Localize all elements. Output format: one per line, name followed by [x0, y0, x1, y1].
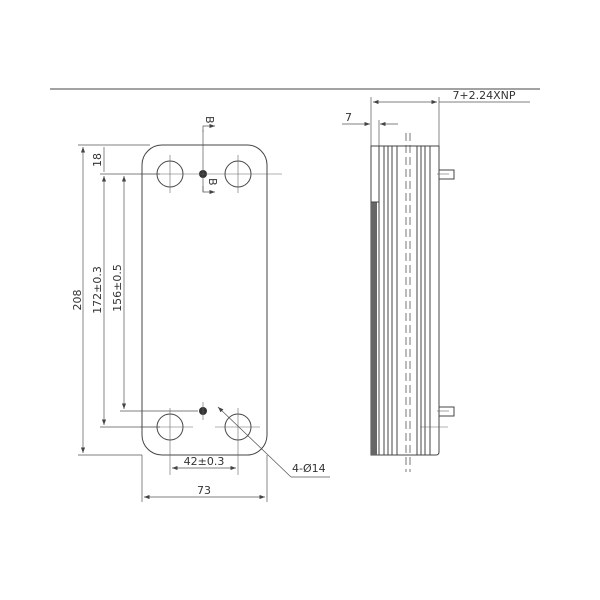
section-label-bottom: B — [206, 178, 219, 186]
section-label-top: B — [203, 116, 216, 124]
dim-top-offset: 18 — [91, 153, 104, 167]
plate-outline — [141, 144, 268, 456]
dim-port-spacing-outer: 172±0.3 — [91, 266, 104, 314]
dim-plate: 7 — [345, 111, 352, 124]
connection-stud — [437, 169, 455, 180]
dim-width: 73 — [197, 484, 211, 497]
dim-thickness: 7+2.24XNP — [452, 89, 515, 102]
connection-stud — [437, 406, 455, 417]
dim-total-height: 208 — [71, 290, 84, 311]
front-view: B B 208 18 172±0.3 156±0.5 42±0.3 73 4-Ø… — [71, 116, 330, 502]
dim-port-spacing-horizontal: 42±0.3 — [184, 455, 225, 468]
dim-port-spacing-inner: 156±0.5 — [111, 264, 124, 312]
plate-lines — [378, 146, 431, 455]
port-holes — [156, 160, 252, 441]
pack-outline — [370, 145, 440, 456]
side-view: 7+2.24XNP 7 — [342, 89, 530, 472]
dim-holes: 4-Ø14 — [292, 462, 326, 475]
